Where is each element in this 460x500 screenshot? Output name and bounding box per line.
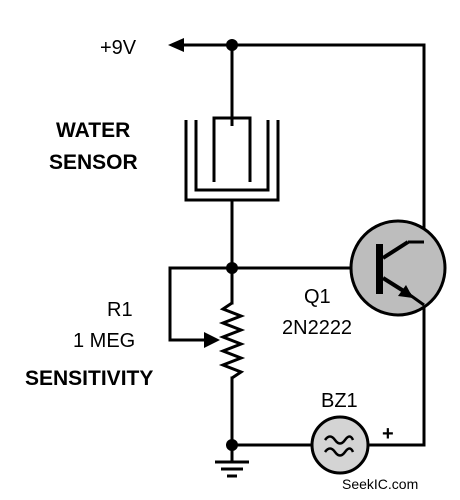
r1-value-label: 1 MEG: [73, 330, 135, 352]
bz1-polarity-label: +: [382, 423, 394, 445]
wiper-arrow-icon: [204, 332, 220, 348]
r1-function-label: SENSITIVITY: [25, 367, 153, 390]
junction-dots: [226, 39, 238, 451]
supply-label: +9V: [100, 37, 137, 59]
q1-ref-label: Q1: [304, 286, 331, 308]
q1-part-label: 2N2222: [282, 317, 352, 339]
potentiometer-r1-icon: [170, 301, 246, 380]
junction-dot-supply: [226, 39, 238, 51]
sensor-label-line1: WATER: [56, 119, 130, 142]
sensor-label-line2: SENSOR: [49, 151, 138, 174]
ground-icon: [215, 460, 249, 478]
r1-ref-label: R1: [107, 299, 133, 321]
junction-dot-ground: [226, 439, 238, 451]
junction-dot-base: [226, 262, 238, 274]
supply-arrow-icon: [168, 38, 184, 52]
water-sensor-icon: [184, 116, 280, 206]
transistor-q1-icon: [349, 219, 447, 317]
bz1-ref-label: BZ1: [321, 390, 358, 412]
watermark-text: SeekIC.com: [342, 476, 418, 492]
buzzer-bz1-icon: [310, 415, 370, 475]
